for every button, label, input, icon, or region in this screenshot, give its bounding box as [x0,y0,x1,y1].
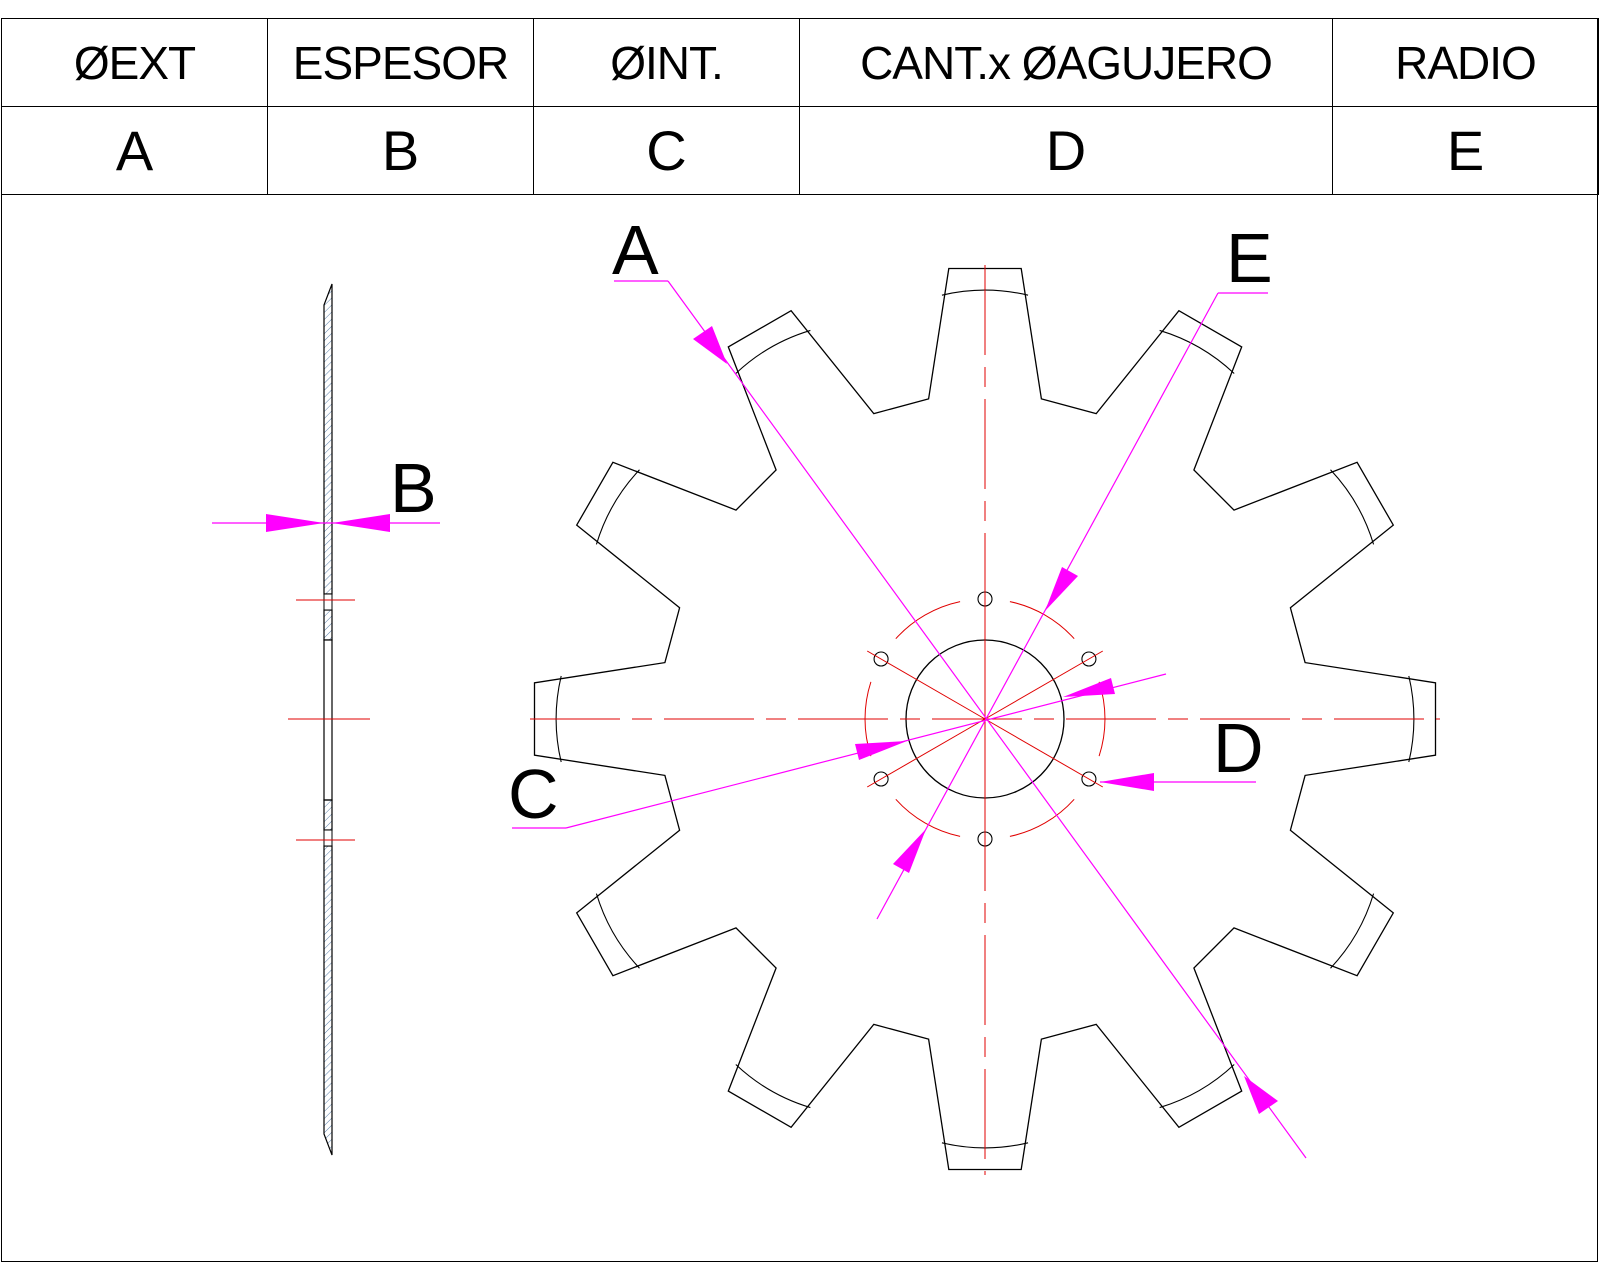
dimension-a: A [612,211,1307,1159]
header-outer-diameter: ØEXT [1,18,268,107]
bolt-circle-arcs [864,601,1106,837]
letter-b: B [267,106,534,195]
tooth-bevel-line [595,893,640,969]
blade-bore-gap [323,639,333,801]
tooth-bevel-line [735,1064,811,1109]
callout-d: D [1213,709,1264,787]
callout-b: B [390,449,437,527]
header-thickness: ESPESOR [267,18,534,107]
callout-c: C [508,755,559,833]
dimension-e-arrow-bottom [893,829,926,873]
letter-d: D [799,106,1333,195]
tooth-bevel-line [1159,329,1235,374]
letter-c: C [533,106,800,195]
dimension-e: E [876,219,1273,920]
blade-section-upper-mid [323,609,333,641]
callout-e: E [1226,219,1273,297]
header-radius: RADIO [1332,18,1599,107]
hole-upper-section [323,593,333,611]
bolt-radial-line [984,718,1104,788]
blade-section-lower [323,845,333,1156]
hole-lower-section [323,829,333,847]
blade-side-view [288,283,370,1156]
letter-e: E [1332,106,1599,195]
header-inner-diameter: ØINT. [533,18,800,107]
header-hole-count-diameter: CANT.x ØAGUJERO [799,18,1333,107]
tooth-bevel-line [1159,1064,1235,1109]
bolt-radial-line [984,650,1104,720]
tooth-bevel-group [555,289,1415,1149]
dimension-e-arrow-top [1045,567,1078,611]
dimension-b: B [212,449,440,532]
tooth-bevel-line [1330,893,1375,969]
dimension-table-header-row: ØEXT ESPESOR ØINT. CANT.x ØAGUJERO RADIO [1,18,1599,107]
dimension-b-arrow-right [332,514,390,532]
dimension-c: C [508,673,1167,833]
callout-a: A [612,211,659,289]
tooth-bevel-line [595,469,640,545]
dimension-a-arrow-bottom [1244,1076,1278,1114]
dimension-b-arrow-left [266,514,324,532]
bolt-radial-lines [866,583,1104,855]
dimension-c-arrow-right [1063,678,1115,697]
bolt-radial-line [866,718,986,788]
dimension-d: D [1100,709,1264,791]
tooth-bevel-line [735,329,811,374]
dimension-c-arrow-left [855,741,907,760]
dimension-a-arrow-top [693,326,727,364]
blade-section-lower-mid [323,799,333,831]
bolt-radial-line [866,650,986,720]
dimension-table-letter-row: A B C D E [1,106,1599,195]
blade-section-upper [323,283,333,595]
dimension-d-arrow [1100,773,1154,791]
tooth-bevel-line [1330,469,1375,545]
dimension-table: ØEXT ESPESOR ØINT. CANT.x ØAGUJERO RADIO… [1,18,1599,195]
disc-outline [533,267,1437,1171]
letter-a: A [1,106,268,195]
